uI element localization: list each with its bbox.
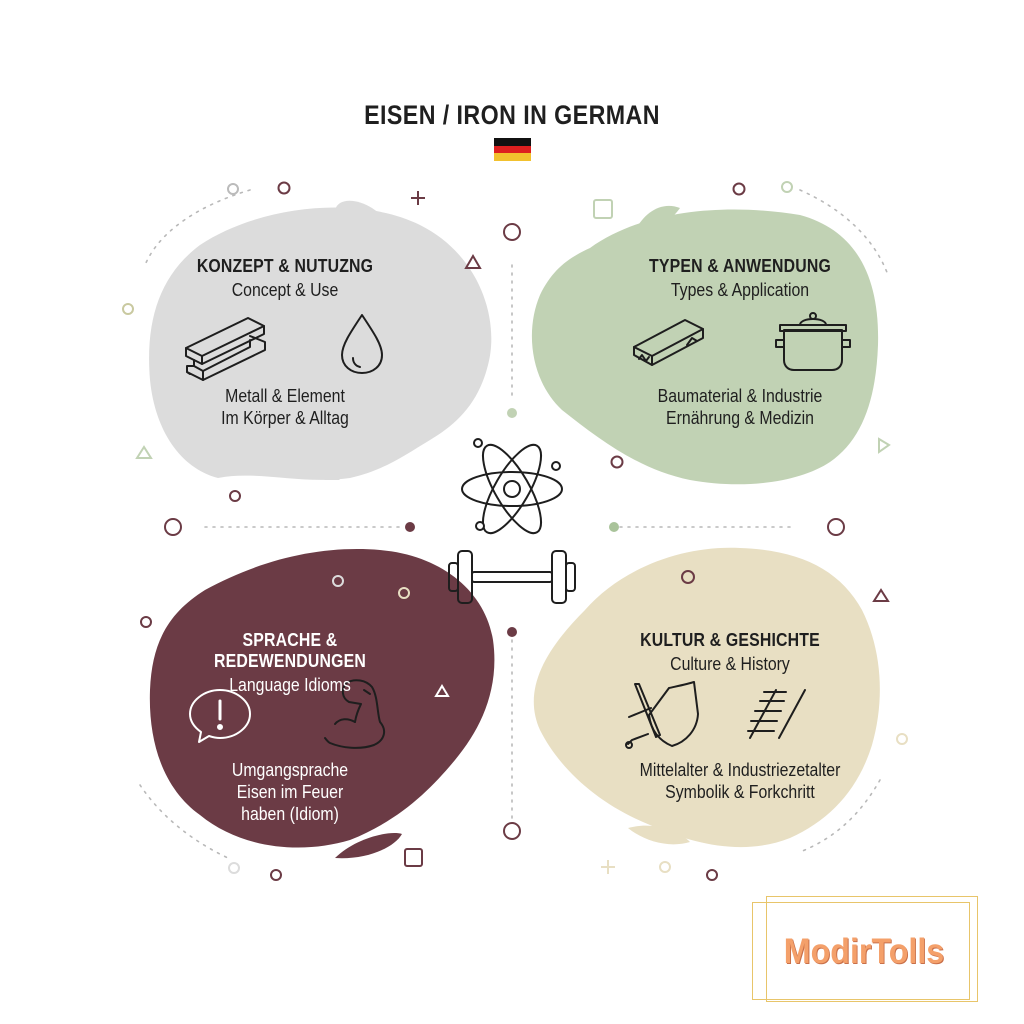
decor-triangle	[135, 445, 153, 459]
watermark-text: ModirTolls	[783, 932, 945, 971]
decor-dot	[332, 575, 344, 587]
decor-dot	[503, 223, 521, 241]
german-flag-icon	[494, 138, 531, 161]
decor-square	[593, 199, 613, 219]
decor-triangle	[434, 684, 450, 697]
quadrant-culture-line: Mittelalter & Industriezetalter	[639, 760, 841, 780]
quadrant-concept-header: KONZEPT & NUTUZNG Concept & Use	[175, 256, 395, 301]
quadrant-language-details: Umgangsprache Eisen im Feuer haben (Idio…	[193, 759, 387, 825]
decor-dot	[681, 570, 695, 584]
quadrant-language-heading: SPRACHE & REDEWENDUNGEN	[214, 630, 366, 671]
decor-dot	[706, 869, 718, 881]
quadrant-concept-line: Im Körper & Alltag	[221, 408, 349, 428]
blob-culture-tail	[628, 825, 690, 845]
quadrant-language-line: Umgangsprache	[231, 760, 349, 780]
decor-triangle	[878, 437, 891, 454]
blob-language	[149, 549, 495, 848]
decor-dot	[277, 181, 291, 195]
dashed-arc-bottom-left	[139, 784, 229, 859]
quadrant-concept-line: Metall & Element	[225, 386, 345, 406]
blob-concept	[149, 207, 492, 480]
decor-dot	[228, 862, 240, 874]
decor-triangle	[464, 254, 482, 269]
blob-language-tail	[335, 833, 402, 859]
atom-icon	[461, 438, 563, 535]
decor-dot	[140, 616, 152, 628]
decor-dot	[692, 461, 704, 473]
flag-stripe-red	[494, 145, 531, 154]
blob-concept-tail	[335, 200, 392, 232]
decor-dot	[507, 627, 517, 637]
decor-dot	[229, 490, 241, 502]
decor-dot	[609, 522, 619, 532]
decor-dot	[659, 861, 671, 873]
quadrant-concept-details: Metall & Element Im Körper & Alltag	[184, 385, 386, 429]
dumbbell-icon	[448, 550, 576, 604]
decor-dot	[164, 518, 182, 536]
flag-stripe-gold	[494, 153, 531, 161]
quadrant-language-subheading: Language Idioms	[229, 675, 351, 695]
decor-triangle	[872, 588, 890, 602]
decor-dot	[608, 591, 620, 603]
quadrant-language-line: Eisen im Feuer	[236, 782, 344, 802]
dashed-arc-top-left	[144, 189, 251, 266]
decor-triangle	[324, 467, 340, 480]
decor-dot	[405, 522, 415, 532]
decor-dot	[732, 182, 746, 196]
quadrant-concept-subheading: Concept & Use	[231, 280, 339, 300]
dashed-arc-bottom-right	[799, 779, 881, 853]
flag-stripe-black	[494, 138, 531, 146]
decor-plus	[411, 191, 425, 205]
quadrant-concept-heading: KONZEPT & NUTUZNG	[196, 256, 374, 276]
decor-dot	[896, 733, 908, 745]
quadrant-culture-header: KULTUR & GESHICHTE Culture & History	[616, 630, 845, 675]
decor-dot	[122, 303, 134, 315]
dashed-arc-top-right	[799, 189, 889, 276]
quadrant-types-line: Ernährung & Medizin	[666, 408, 814, 428]
blob-types-tail	[632, 205, 680, 238]
quadrant-language-line: haben (Idiom)	[241, 804, 339, 824]
decor-plus	[601, 860, 615, 874]
quadrant-types-subheading: Types & Application	[670, 280, 810, 300]
quadrant-culture-line: Symbolik & Forkchritt	[665, 782, 815, 802]
water-drop-icon	[341, 314, 383, 374]
quadrant-language-header: SPRACHE & REDEWENDUNGEN Language Idioms	[176, 630, 405, 696]
decor-dot	[827, 518, 845, 536]
quadrant-culture-subheading: Culture & History	[670, 654, 790, 674]
decor-dot	[270, 869, 282, 881]
blob-culture	[533, 547, 880, 848]
decor-square	[404, 848, 423, 867]
quadrant-types-header: TYPEN & ANWENDUNG Types & Application	[626, 256, 855, 301]
cooking-pot-icon	[775, 312, 851, 371]
iron-beam-icon	[185, 317, 266, 381]
speech-bubble-exclamation-icon	[189, 689, 251, 743]
railway-track-icon	[747, 689, 806, 739]
watermark: ModirTolls	[752, 896, 978, 1004]
watermark-frame	[766, 896, 978, 1002]
decor-dot	[610, 455, 624, 469]
quadrant-types-heading: TYPEN & ANWENDUNG	[649, 256, 831, 276]
blob-types	[531, 209, 879, 485]
decor-dot	[781, 181, 793, 193]
quadrant-culture-details: Mittelalter & Industriezetalter Symbolik…	[617, 759, 863, 803]
decor-dot	[507, 408, 517, 418]
decor-dot	[398, 587, 410, 599]
sword-shield-icon	[625, 681, 699, 749]
watermark-frame	[752, 902, 970, 1000]
page-title: EISEN / IRON IN GERMAN	[364, 100, 660, 130]
metal-bar-icon	[633, 319, 704, 366]
quadrant-types-details: Baumaterial & Industrie Ernährung & Medi…	[626, 385, 855, 429]
quadrant-culture-heading: KULTUR & GESHICHTE	[640, 630, 820, 650]
decor-dot	[227, 183, 239, 195]
quadrant-types-line: Baumaterial & Industrie	[657, 386, 823, 406]
decor-dot	[503, 822, 521, 840]
flexed-arm-icon	[324, 679, 386, 749]
